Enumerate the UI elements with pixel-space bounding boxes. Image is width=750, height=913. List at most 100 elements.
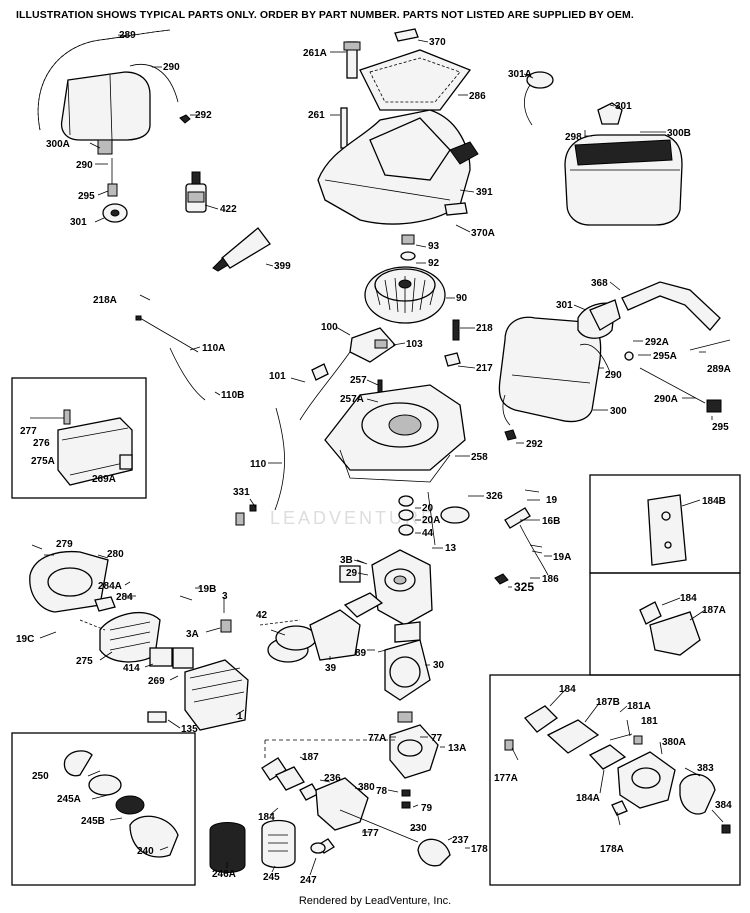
label-370A: 370A	[471, 228, 495, 239]
label-257A: 257A	[340, 394, 364, 405]
label-178A: 178A	[600, 844, 624, 855]
watermark: LEADVENTURE	[270, 508, 436, 528]
label-184A: 184A	[576, 793, 600, 804]
label-246A: 246A	[212, 869, 236, 880]
label-44: 44	[422, 528, 434, 539]
label-237: 237	[452, 835, 469, 846]
label-90: 90	[456, 293, 468, 304]
bracket-368	[621, 281, 731, 351]
label-300: 300	[610, 406, 627, 417]
label-414: 414	[123, 663, 140, 674]
air-filters	[209, 819, 326, 873]
fuel-tank-300	[498, 299, 722, 441]
label-135: 135	[181, 724, 198, 735]
label-245A: 245A	[57, 794, 81, 805]
label-279: 279	[56, 539, 73, 550]
fuel-tank-300A	[37, 29, 191, 223]
carburetor-inset-box	[489, 674, 741, 886]
label-292: 292	[526, 439, 543, 450]
label-184: 184	[680, 593, 697, 604]
label-399: 399	[274, 261, 291, 272]
air-cleaner-inset-box	[11, 732, 196, 886]
label-245B: 245B	[81, 816, 105, 827]
label-295: 295	[712, 422, 729, 433]
label-186: 186	[542, 574, 559, 585]
throttle-linkage	[440, 489, 549, 585]
label-295A: 295A	[653, 351, 677, 362]
label-240: 240	[137, 846, 154, 857]
label-187: 187	[302, 752, 319, 763]
label-269A: 269A	[92, 474, 116, 485]
label-284: 284	[116, 592, 133, 603]
seals-20-44	[398, 491, 436, 546]
label-301: 301	[70, 217, 87, 228]
crankshaft-30	[367, 621, 431, 701]
label-110A: 110A	[202, 343, 225, 354]
label-19A: 19A	[553, 552, 571, 563]
ignition-module-100	[299, 327, 396, 421]
nut-washer-93-92	[400, 234, 416, 261]
label-245: 245	[263, 872, 280, 883]
label-181: 181	[641, 716, 658, 727]
carburetor-area	[261, 739, 451, 867]
recoil-starter-391	[317, 28, 479, 225]
label-286: 286	[469, 91, 486, 102]
label-269: 269	[148, 676, 165, 687]
label-380: 380	[358, 782, 375, 793]
label-292: 292	[195, 110, 212, 121]
piston-assembly	[259, 592, 384, 663]
label-261A: 261A	[303, 48, 327, 59]
lower-case-13A	[389, 711, 439, 809]
leader-lines	[39, 34, 724, 876]
carburetor-inset	[504, 705, 731, 834]
label-3B: 3B	[340, 555, 353, 566]
label-177: 177	[362, 828, 379, 839]
label-292A: 292A	[645, 337, 669, 348]
rendered-by-footer: Rendered by LeadVenture, Inc.	[298, 895, 452, 907]
label-184B: 184B	[702, 496, 726, 507]
label-325: 325	[514, 580, 534, 594]
label-13A: 13A	[448, 743, 466, 754]
label-280: 280	[107, 549, 124, 560]
label-3: 3	[222, 591, 228, 602]
label-110B: 110B	[221, 390, 244, 401]
label-289A: 289A	[707, 364, 731, 375]
label-19: 19	[546, 495, 558, 506]
label-301: 301	[556, 300, 573, 311]
label-290: 290	[76, 160, 93, 171]
label-1: 1	[237, 711, 243, 722]
label-89: 89	[355, 648, 367, 659]
label-380A: 380A	[662, 737, 686, 748]
label-29: 29	[346, 568, 358, 579]
label-258: 258	[471, 452, 488, 463]
label-217: 217	[476, 363, 493, 374]
label-13: 13	[445, 543, 457, 554]
label-218A: 218A	[93, 295, 117, 306]
label-78: 78	[376, 786, 388, 797]
label-100: 100	[321, 322, 338, 333]
label-3A: 3A	[186, 629, 199, 640]
label-257: 257	[350, 375, 367, 386]
label-39: 39	[325, 663, 337, 674]
flywheel-90	[364, 266, 446, 324]
muffler-assembly-inset	[30, 409, 133, 486]
label-218: 218	[476, 323, 493, 334]
label-326: 326	[486, 491, 503, 502]
label-261: 261	[308, 110, 325, 121]
label-77: 77	[431, 733, 443, 744]
label-250: 250	[32, 771, 49, 782]
parts-disclaimer-header: ILLUSTRATION SHOWS TYPICAL PARTS ONLY. O…	[16, 9, 634, 21]
label-331: 331	[233, 487, 250, 498]
label-384: 384	[715, 800, 732, 811]
label-370: 370	[429, 37, 446, 48]
label-368: 368	[591, 278, 608, 289]
label-383: 383	[697, 763, 714, 774]
muffler-shroud-left	[29, 544, 249, 731]
label-247: 247	[300, 875, 317, 886]
label-93: 93	[428, 241, 440, 252]
label-284A: 284A	[98, 581, 122, 592]
label-79: 79	[421, 803, 433, 814]
label-20: 20	[422, 503, 434, 514]
label-184: 184	[559, 684, 576, 695]
